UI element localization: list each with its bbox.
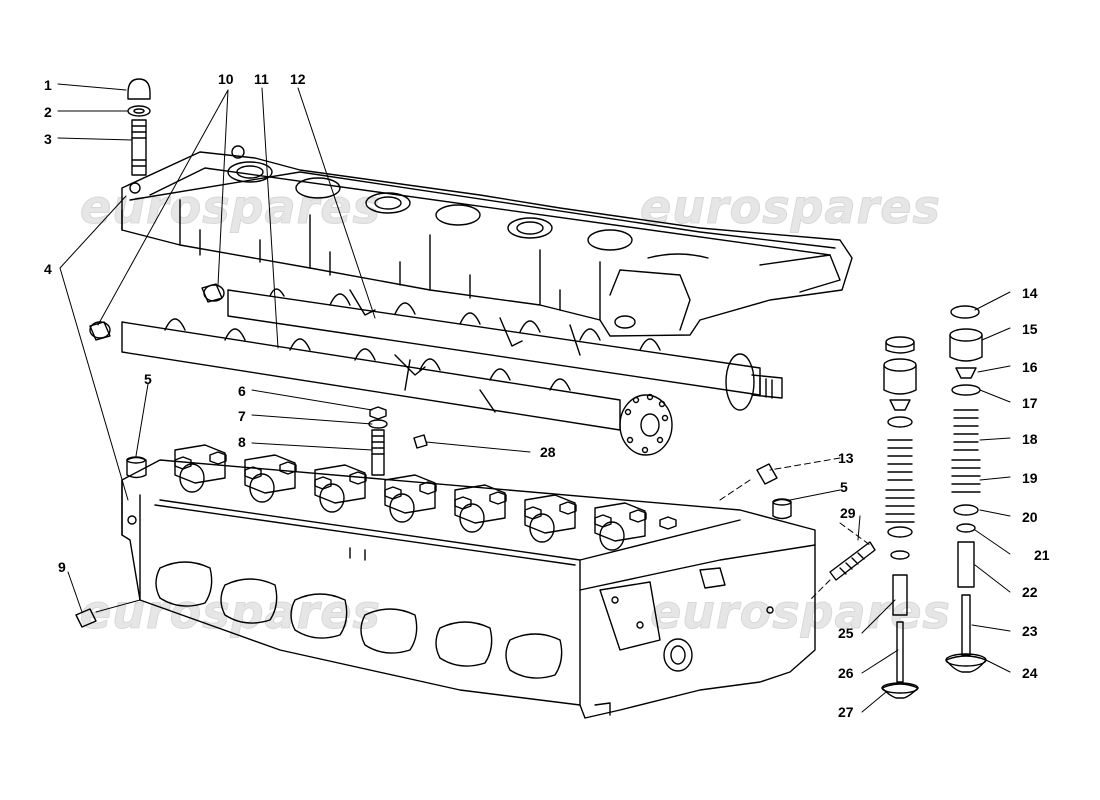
leader-lines [57,83,1011,713]
valve-assembly-intake [945,305,987,673]
callout-21: 21 [1034,547,1050,563]
valve-assembly-exhaust [881,336,919,699]
callout-17: 17 [1022,395,1038,411]
callout-24: 24 [1022,665,1038,681]
callout-5-left: 5 [144,371,152,387]
callout-3: 3 [44,131,52,147]
loose-parts [75,78,876,628]
callout-14: 14 [1022,285,1038,301]
callout-19: 19 [1022,470,1038,486]
callout-26: 26 [838,665,854,681]
callout-10: 10 [218,71,234,87]
callout-15: 15 [1022,321,1038,337]
camshaft-upper [203,284,783,411]
callout-4: 4 [44,261,52,277]
callout-8: 8 [238,434,246,450]
callout-29: 29 [840,505,856,521]
callout-22: 22 [1022,584,1038,600]
camshaft-lower [89,318,673,456]
callout-9: 9 [58,559,66,575]
callout-5-right: 5 [840,479,848,495]
callout-27: 27 [838,704,854,720]
callout-18: 18 [1022,431,1038,447]
cam-cover [121,145,853,337]
callout-12: 12 [290,71,306,87]
callout-25: 25 [838,625,854,641]
cylinder-head [121,444,816,719]
callout-16: 16 [1022,359,1038,375]
callout-2: 2 [44,104,52,120]
callout-28: 28 [540,444,556,460]
callout-7: 7 [238,408,246,424]
callout-20: 20 [1022,509,1038,525]
callout-23: 23 [1022,623,1038,639]
callout-13: 13 [838,450,854,466]
callout-11: 11 [254,71,269,87]
callout-1: 1 [44,77,52,93]
callout-6: 6 [238,383,246,399]
